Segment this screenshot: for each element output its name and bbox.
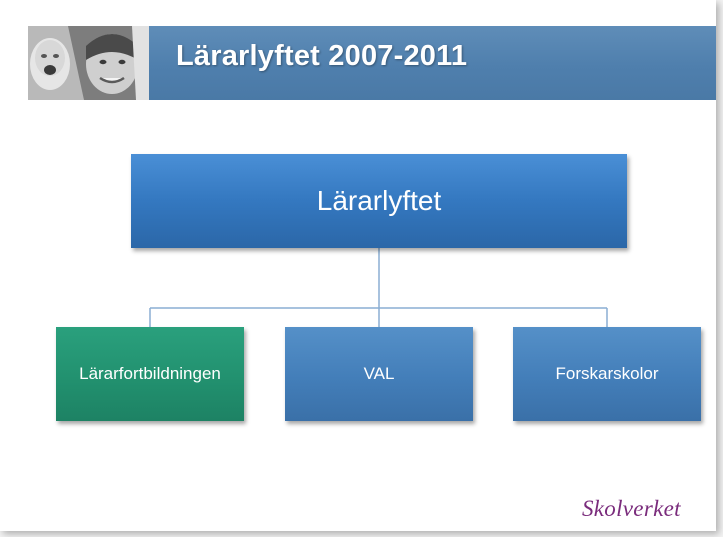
org-node-lararlyftet: Lärarlyftet	[131, 154, 627, 248]
skolverket-logo: Skolverket	[582, 496, 681, 521]
org-node-child-label: Forskarskolor	[555, 364, 659, 383]
org-node-lararfortbildningen: Lärarfortbildningen	[56, 327, 244, 421]
org-node-root-label: Lärarlyftet	[316, 185, 442, 216]
children-photo	[28, 26, 149, 100]
slide: Lärarlyftet 2007-2011 Lärarlyftet Lärarf…	[0, 0, 716, 531]
org-node-child-label: VAL	[363, 364, 395, 383]
org-node-forskarskolor: Forskarskolor	[513, 327, 701, 421]
org-node-child-label: Lärarfortbildningen	[79, 364, 221, 383]
children-photo-image	[28, 26, 149, 100]
slide-title: Lärarlyftet 2007-2011	[176, 40, 468, 72]
org-node-val: VAL	[285, 327, 473, 421]
